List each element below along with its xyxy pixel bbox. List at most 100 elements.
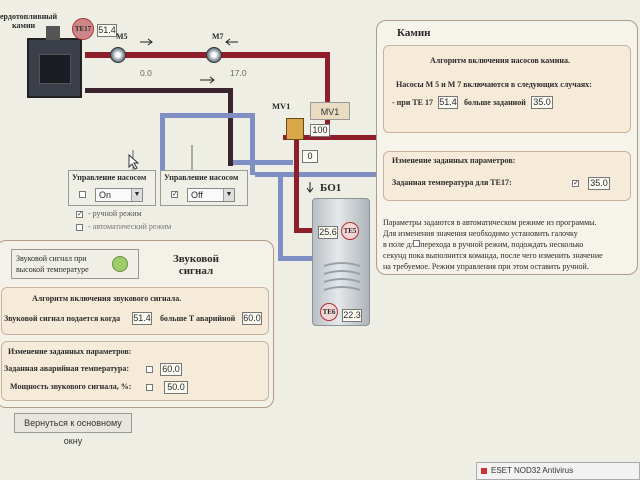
- kamin-set-label: Заданная температура для TE17:: [392, 178, 512, 187]
- pipe-blue-mid: [255, 172, 380, 177]
- manual-mode-legend: - ручной режим: [88, 209, 142, 218]
- valve-value-bottom: 0: [302, 150, 318, 163]
- pipe-return-dark-vertical: [228, 88, 233, 166]
- sound-algo-middle: больше T аварийной: [160, 314, 236, 323]
- kamin-cond-value: 51.4: [438, 96, 458, 109]
- pump-m7-icon[interactable]: [206, 47, 222, 63]
- back-to-main-button[interactable]: Вернуться к основному окну: [14, 413, 132, 446]
- sound-volume-value[interactable]: 50.0: [164, 381, 188, 394]
- valve-mv1-icon[interactable]: [286, 118, 304, 140]
- chimney: [46, 26, 60, 40]
- kamin-manual-checkbox[interactable]: ✓: [572, 179, 579, 187]
- boiler-label: ердотопливный камин: [0, 12, 58, 30]
- kamin-cond-middle: больше заданной: [464, 98, 526, 107]
- fireplace-icon: [27, 38, 82, 98]
- kamin-cond-prefix: - при TE 17: [392, 98, 434, 107]
- pump-control-left-selected: On: [99, 190, 112, 200]
- note-checkbox-sample: [413, 240, 420, 247]
- mv1-button[interactable]: MV1: [310, 102, 350, 120]
- eset-icon: [481, 468, 487, 474]
- kamin-algo-box: Алгоритм включения насосов камина. Насос…: [383, 45, 631, 133]
- pump-control-right-title: Управление насосом: [164, 173, 239, 182]
- pump-control-left: Управление насосом On ▼: [68, 170, 156, 206]
- sound-change-title: Изменение заданных параметров:: [8, 347, 132, 356]
- kamin-panel: Камин Алгоритм включения насосов камина.…: [376, 20, 638, 275]
- pipe-blue-right: [250, 113, 255, 175]
- sound-alarm-temp-checkbox[interactable]: [146, 366, 153, 373]
- pump-control-left-title: Управление насосом: [72, 173, 147, 182]
- sound-panel: Звуковой сигнал при высокой температуре …: [0, 240, 274, 408]
- chevron-down-icon: ▼: [223, 189, 234, 201]
- kamin-note: Параметры задаются в автоматическом режи…: [383, 217, 638, 272]
- pump-m5-value: 0.0: [140, 68, 152, 78]
- pump-m7-label: M7: [212, 32, 224, 41]
- te5-value: 25.6: [318, 226, 338, 239]
- flow-arrow-1: [140, 38, 153, 46]
- tank-coil-icon: [323, 262, 361, 291]
- sound-volume-label: Мощность звукового сигнала, %:: [10, 382, 132, 391]
- pump-m5-icon[interactable]: [110, 47, 126, 63]
- pipe-red-right: [325, 52, 330, 140]
- valve-value-top: 100: [310, 124, 330, 137]
- kamin-title: Камин: [397, 27, 431, 39]
- kamin-note-line: секунд пока выполнится команда, после че…: [383, 251, 603, 260]
- pipe-blue-down: [278, 176, 283, 260]
- sound-change-box: Изменение заданных параметров: Заданная …: [1, 341, 269, 401]
- sound-indicator-label-1: Звуковой сигнал при: [16, 254, 87, 263]
- pump-m5-label: M5: [116, 32, 128, 41]
- te6-value: 22.3: [342, 309, 362, 322]
- kamin-note-line: на требуемое. Режим управления при этом …: [383, 262, 589, 271]
- auto-mode-legend-checkbox: [76, 224, 83, 231]
- sound-title-line-2: сигнал: [178, 265, 214, 277]
- pipe-blue-top: [160, 113, 255, 118]
- sound-indicator-label-2: высокой температуре: [16, 265, 89, 274]
- kamin-note-line: Для изменения значения необходимо устано…: [383, 229, 578, 238]
- kamin-algo-text: Насосы M 5 и M 7 включаются в следующих …: [396, 80, 592, 89]
- valve-label: MV1: [272, 101, 291, 111]
- pipe-red-tank: [294, 228, 316, 233]
- manual-mode-legend-checkbox: ✓: [76, 210, 83, 218]
- pump-control-left-select[interactable]: On ▼: [95, 188, 143, 202]
- sound-algo-prefix: Звуковой сигнал подается когда: [4, 314, 121, 323]
- flow-arrow-3: [200, 76, 215, 84]
- sound-alarm-temp-value[interactable]: 60.0: [160, 363, 182, 376]
- pump-control-right-selected: Off: [191, 190, 203, 200]
- pump-m7-value: 17.0: [230, 68, 247, 78]
- auto-mode-legend: - автоматический режим: [88, 222, 172, 231]
- pump-control-right-checkbox[interactable]: ✓: [171, 190, 178, 198]
- sound-title-line-1: Звуковой: [173, 253, 219, 265]
- pipe-blue-1: [233, 160, 293, 165]
- pump-control-right: Управление насосом ✓ Off ▼: [160, 170, 248, 206]
- tank-label: БО1: [320, 182, 342, 194]
- te17-value: 51.4: [97, 24, 117, 37]
- te17-sensor: TE17: [72, 18, 94, 40]
- sound-algo-set: 60.0: [242, 312, 262, 325]
- chevron-down-icon: ▼: [131, 189, 142, 201]
- pipe-red-down: [294, 140, 299, 232]
- sound-indicator-lamp: [112, 256, 128, 272]
- flow-arrow-4: [306, 182, 314, 193]
- kamin-note-line: Параметры задаются в автоматическом режи…: [383, 218, 597, 227]
- sound-indicator-box: Звуковой сигнал при высокой температуре: [11, 249, 139, 279]
- te5-sensor: TE5: [341, 222, 359, 240]
- taskbar-eset-label: ESET NOD32 Antivirus: [491, 466, 574, 475]
- sound-algo-box: Алгоритм включения звукового сигнала. Зв…: [1, 287, 269, 335]
- pipe-return-dark: [85, 88, 233, 93]
- mouse-cursor-icon: [128, 154, 140, 170]
- pump-control-left-checkbox[interactable]: [79, 191, 86, 198]
- taskbar-eset-item[interactable]: ESET NOD32 Antivirus: [476, 462, 640, 480]
- kamin-set-value[interactable]: 35.0: [588, 177, 610, 190]
- sound-volume-checkbox[interactable]: [146, 384, 153, 391]
- pipe-blue-left: [160, 113, 165, 173]
- pump-control-right-select[interactable]: Off ▼: [187, 188, 235, 202]
- te6-sensor: TE6: [320, 303, 338, 321]
- kamin-note-line: в поле для перехода в ручной режим, подо…: [383, 240, 584, 249]
- kamin-algo-title: Алгоритм включения насосов камина.: [430, 56, 570, 65]
- kamin-cond-set: 35.0: [531, 96, 553, 109]
- sound-algo-value: 51.4: [132, 312, 152, 325]
- sound-algo-title: Алгоритм включения звукового сигнала.: [32, 294, 182, 303]
- sound-alarm-temp-label: Заданная аварийная температура:: [4, 364, 130, 373]
- pipe-red-valve: [283, 135, 429, 140]
- pipe-blue-tank: [278, 256, 312, 261]
